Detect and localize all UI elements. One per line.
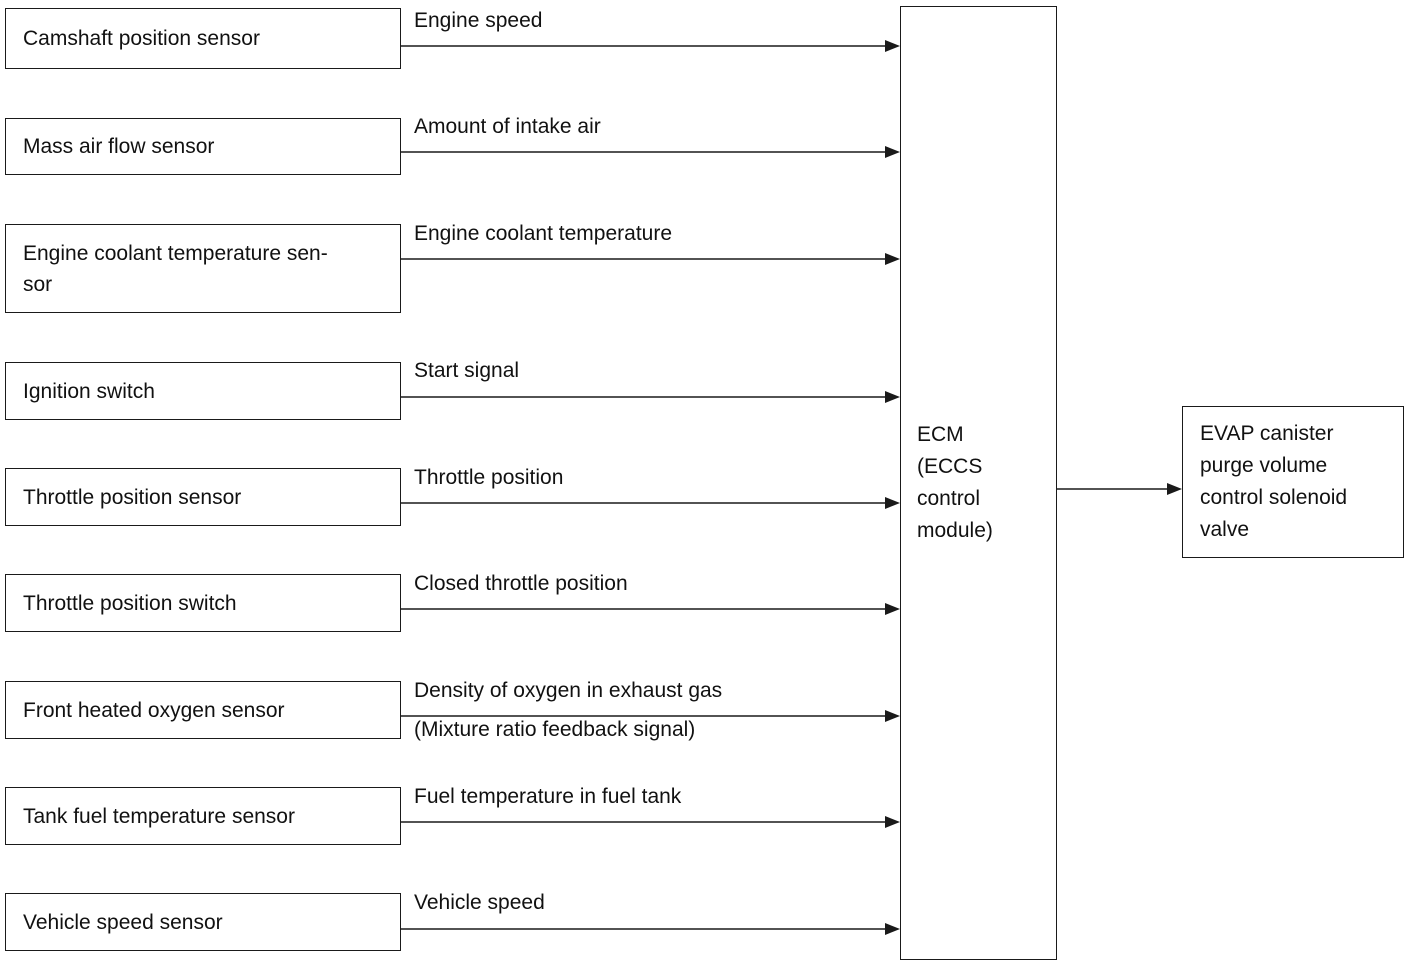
arrow-coolant-temp-arrowhead xyxy=(885,253,900,265)
arrow-engine-speed-arrowhead xyxy=(885,40,900,52)
input-box-throttle-position-switch: Throttle position switch xyxy=(5,574,401,632)
signal-label-amount-of-intake-air: Amount of intake air xyxy=(414,115,601,138)
arrow-start-signal-arrowhead xyxy=(885,391,900,403)
input-box-label: Ignition switch xyxy=(23,379,155,403)
input-box-ignition-switch: Ignition switch xyxy=(5,362,401,420)
input-box-tank-fuel-temperature-sensor: Tank fuel temperature sensor xyxy=(5,787,401,845)
output-box-evap-canister-purge-valve: EVAP canister purge volume control solen… xyxy=(1182,406,1404,558)
input-box-vehicle-speed-sensor: Vehicle speed sensor xyxy=(5,893,401,951)
input-box-label: Throttle position sensor xyxy=(23,485,242,509)
input-box-engine-coolant-temperature-sensor: Engine coolant temperature sen- sor xyxy=(5,224,401,313)
signal-label-density-of-oxygen: Density of oxygen in exhaust gas xyxy=(414,679,723,702)
signal-label-engine-coolant-temperature: Engine coolant temperature xyxy=(414,222,672,245)
input-box-label: Mass air flow sensor xyxy=(23,135,215,158)
input-box-camshaft-position-sensor: Camshaft position sensor xyxy=(5,8,401,69)
arrow-vehicle-speed-arrowhead xyxy=(885,923,900,935)
signal-label-engine-speed: Engine speed xyxy=(414,9,543,32)
signal-label-vehicle-speed: Vehicle speed xyxy=(414,891,545,914)
arrow-fuel-temp-arrowhead xyxy=(885,816,900,828)
input-box-front-heated-oxygen-sensor: Front heated oxygen sensor xyxy=(5,681,401,739)
arrow-ecm-to-evap-valve-arrowhead xyxy=(1167,483,1182,495)
input-box-throttle-position-sensor: Throttle position sensor xyxy=(5,468,401,526)
arrow-intake-air-arrowhead xyxy=(885,146,900,158)
ecm-label: ECM (ECCS control module) xyxy=(917,423,993,542)
arrow-oxygen-density-arrowhead xyxy=(885,710,900,722)
arrow-closed-throttle-arrowhead xyxy=(885,603,900,615)
signal-label-mixture-ratio-feedback: (Mixture ratio feedback signal) xyxy=(414,718,696,741)
input-box-label: Camshaft position sensor xyxy=(23,27,260,50)
output-label: EVAP canister purge volume control solen… xyxy=(1200,422,1348,541)
input-box-label: Throttle position switch xyxy=(23,591,237,615)
input-box-label: Tank fuel temperature sensor xyxy=(23,804,295,828)
ecm-box: ECM (ECCS control module) xyxy=(900,6,1057,960)
signal-label-start-signal: Start signal xyxy=(414,359,520,382)
input-box-label: Front heated oxygen sensor xyxy=(23,698,285,722)
arrow-throttle-position-arrowhead xyxy=(885,497,900,509)
input-box-mass-air-flow-sensor: Mass air flow sensor xyxy=(5,118,401,175)
signal-label-throttle-position: Throttle position xyxy=(414,466,564,489)
signal-label-closed-throttle-position: Closed throttle position xyxy=(414,572,628,595)
signal-label-fuel-temperature-in-fuel-tank: Fuel temperature in fuel tank xyxy=(414,785,682,808)
input-box-label: Vehicle speed sensor xyxy=(23,910,223,934)
input-box-label: Engine coolant temperature sen- sor xyxy=(23,241,328,296)
